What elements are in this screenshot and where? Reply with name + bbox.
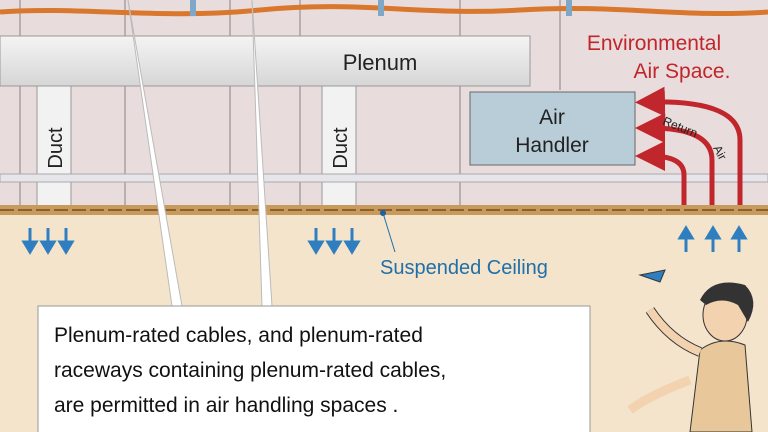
plenum-duct	[0, 35, 531, 87]
air-handler-label-1: Air	[539, 106, 565, 129]
plenum-label: Plenum	[343, 50, 418, 75]
pipe	[0, 173, 768, 183]
duct-left-label: Duct	[45, 127, 67, 169]
return-up-arrows	[677, 225, 748, 252]
supply-air-arrows	[21, 228, 361, 255]
cable-hangers	[190, 0, 572, 16]
env-air-space-label-2: Air Space.	[634, 60, 731, 83]
duct-left	[36, 85, 72, 207]
env-air-space-label-1: Environmental	[587, 32, 721, 55]
structural-members	[19, 0, 561, 205]
note-line-1: Plenum-rated cables, and plenum-rated	[54, 324, 423, 347]
duct-right	[321, 85, 357, 207]
person-illustration	[627, 269, 754, 432]
note-box	[37, 305, 591, 432]
return-air-arrows	[635, 86, 743, 205]
duct-right-label: Duct	[330, 127, 352, 169]
return-air-label-2: Air	[710, 143, 729, 163]
note-line-2: raceways containing plenum-rated cables,	[54, 359, 446, 382]
air-handler	[469, 91, 636, 166]
note-line-3: are permitted in air handling spaces .	[54, 394, 398, 417]
suspended-ceiling-label: Suspended Ceiling	[380, 257, 548, 279]
air-handler-label-2: Handler	[515, 134, 589, 157]
